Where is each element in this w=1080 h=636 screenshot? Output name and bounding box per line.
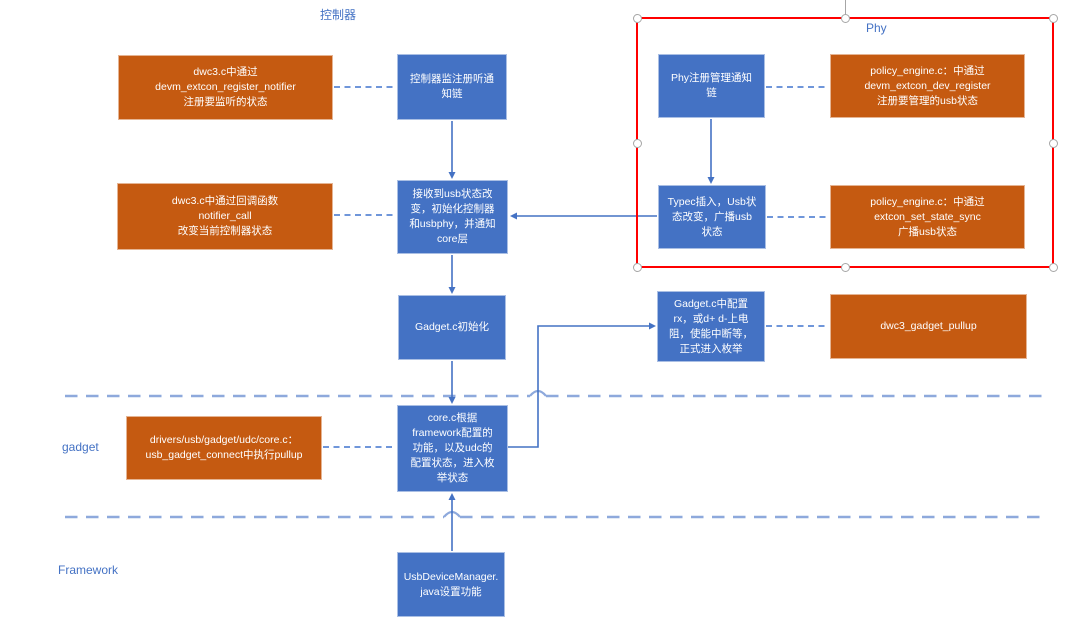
node-typec[interactable]: Typec插入，Usb状 态改变，广播usb 状态 xyxy=(658,185,766,249)
node-phy-policy-register[interactable]: policy_engine.c：中通过 devm_extcon_dev_regi… xyxy=(830,54,1025,118)
node-udm[interactable]: UsbDeviceManager. java设置功能 xyxy=(397,552,505,617)
node-chain[interactable]: 控制器监注册听通 知链 xyxy=(397,54,507,120)
node-core[interactable]: core.c根据 framework配置的 功能，以及udc的 配置状态，进入枚… xyxy=(397,405,508,492)
node-listen[interactable]: dwc3.c中通过 devm_extcon_register_notifier … xyxy=(118,55,333,120)
arrow-core-to-configure xyxy=(508,322,656,448)
selection-handle-top-left[interactable] xyxy=(632,13,642,23)
node-callback[interactable]: dwc3.c中通过回调函数 notifier_call 改变当前控制器状态 xyxy=(117,183,333,250)
node-gadget-init[interactable]: Gadget.c初始化 xyxy=(398,295,506,360)
selection-handle-mid-left[interactable] xyxy=(632,138,642,148)
selection-handle-bottom-mid[interactable] xyxy=(840,262,850,272)
selection-handle-top-right[interactable] xyxy=(1048,13,1058,23)
selection-box-phy[interactable] xyxy=(636,17,1054,268)
zone-label-controller: 控制器 xyxy=(320,8,357,22)
selection-handle-bottom-left[interactable] xyxy=(632,262,642,272)
node-phy-policy-broadcast[interactable]: policy_engine.c：中通过 extcon_set_state_syn… xyxy=(830,185,1025,249)
selection-handle-bottom-right[interactable] xyxy=(1048,262,1058,272)
zone-label-phy: Phy xyxy=(866,21,887,35)
node-udc-core[interactable]: drivers/usb/gadget/udc/core.c： usb_gadge… xyxy=(126,416,322,480)
rotation-handle-line xyxy=(844,0,846,18)
node-configure[interactable]: Gadget.c中配置 rx，或d+ d-上电 阻，使能中断等， 正式进入枚举 xyxy=(657,291,765,362)
node-pullup[interactable]: dwc3_gadget_pullup xyxy=(830,294,1027,359)
selection-handle-top-mid[interactable] xyxy=(840,13,850,23)
selection-handle-mid-right[interactable] xyxy=(1048,138,1058,148)
node-receive[interactable]: 接收到usb状态改 变，初始化控制器 和usbphy，并通知 core层 xyxy=(397,180,508,254)
zone-label-gadget: gadget xyxy=(62,440,99,454)
node-phy-chain[interactable]: Phy注册管理通知 链 xyxy=(658,54,765,118)
zone-label-framework: Framework xyxy=(58,563,119,577)
